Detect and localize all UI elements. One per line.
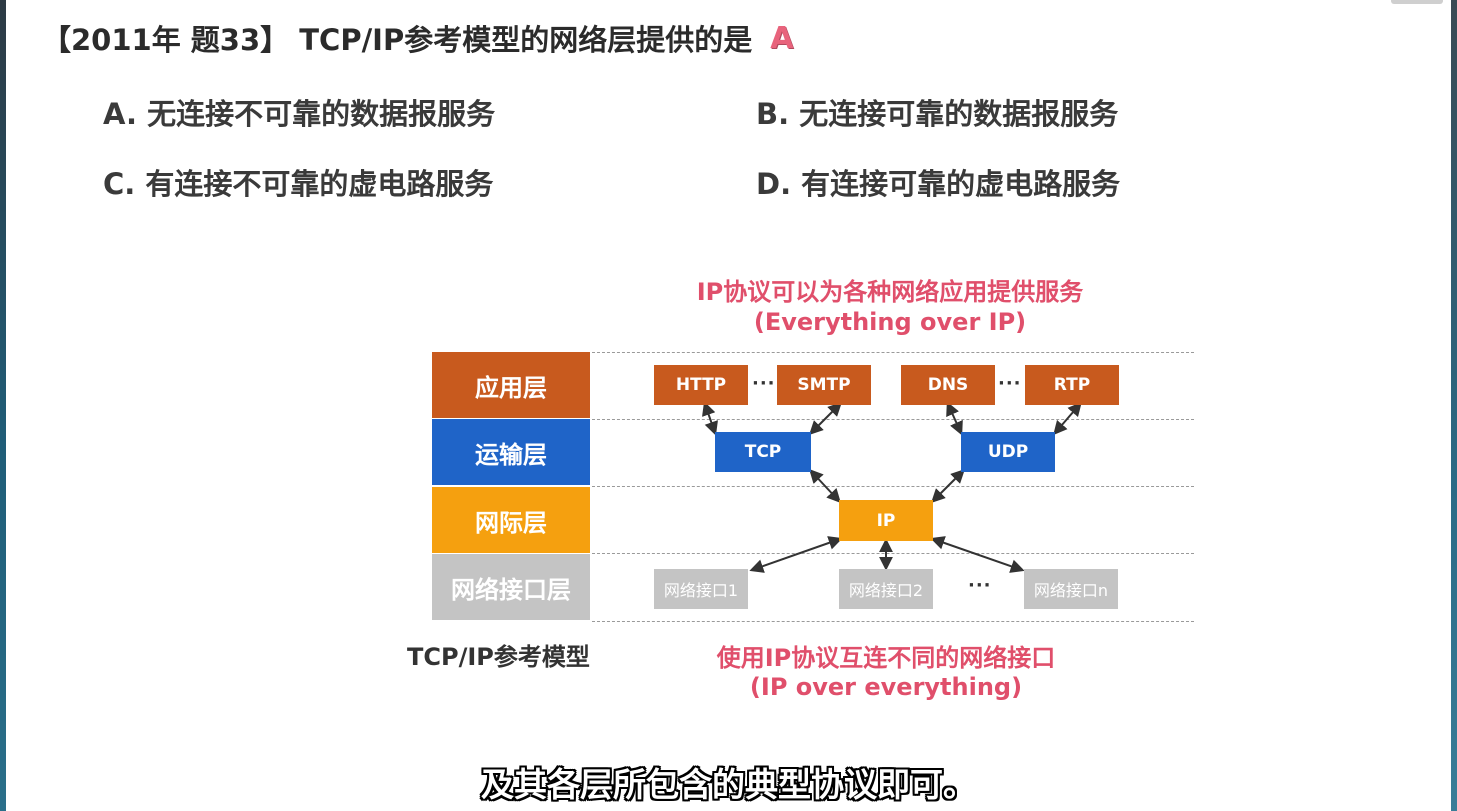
option-c: C. 有连接不可靠的虚电路服务: [103, 167, 494, 201]
arrow-udp-ip: [931, 469, 965, 503]
protocol-dns: DNS: [901, 365, 995, 405]
application-ellipsis-2: ···: [998, 373, 1022, 394]
layer-divider: [592, 352, 1194, 353]
bottom-caption-line1: 使用IP协议互连不同的网络接口: [716, 644, 1056, 672]
application-ellipsis-1: ···: [752, 373, 776, 394]
question-title: 【2011年 题33】 TCP/IP参考模型的网络层提供的是 A: [42, 18, 793, 58]
arrow-tcp-ip: [809, 468, 841, 504]
protocol-tcp: TCP: [715, 432, 811, 472]
right-window-edge: [1451, 0, 1457, 811]
layer-divider: [592, 419, 1194, 420]
arrow-ip-ifn: [930, 536, 1025, 573]
interface-n: 网络接口n: [1024, 569, 1118, 609]
bottom-caption-line2: (IP over everything): [749, 673, 1023, 701]
answer-letter: A: [770, 20, 794, 56]
top-caption-line2: (Everything over IP): [753, 308, 1027, 336]
layer-transport: 运输层: [432, 419, 590, 485]
protocol-rtp: RTP: [1025, 365, 1119, 405]
protocol-smtp: SMTP: [777, 365, 871, 405]
arrow-ip-if1: [749, 536, 843, 573]
layer-application: 应用层: [432, 352, 590, 418]
interface-2: 网络接口2: [839, 569, 933, 609]
interface-ellipsis: ···: [968, 575, 992, 596]
layer-divider: [592, 553, 1194, 554]
corner-watermark: [1391, 0, 1443, 4]
interface-1: 网络接口1: [654, 569, 748, 609]
model-label: TCP/IP参考模型: [407, 643, 590, 671]
question-text: 【2011年 题33】 TCP/IP参考模型的网络层提供的是: [42, 23, 753, 57]
arrow-dns-udp: [946, 401, 963, 436]
protocol-ip: IP: [839, 500, 933, 541]
protocol-http: HTTP: [654, 365, 748, 405]
layer-divider: [592, 486, 1194, 487]
layer-internet: 网际层: [432, 487, 590, 553]
layer-network-interface: 网络接口层: [432, 554, 590, 620]
arrow-http-tcp: [702, 401, 718, 436]
layer-divider: [592, 621, 1194, 622]
video-subtitle: 及其各层所包含的典型协议即可。: [481, 765, 976, 804]
left-window-edge: [0, 0, 6, 811]
option-d: D. 有连接可靠的虚电路服务: [756, 167, 1121, 201]
protocol-udp: UDP: [961, 432, 1055, 472]
option-a: A. 无连接不可靠的数据报服务: [103, 97, 496, 131]
option-b: B. 无连接可靠的数据报服务: [756, 97, 1119, 131]
arrow-smtp-tcp: [809, 402, 842, 435]
arrow-rtp-udp: [1053, 401, 1082, 436]
top-caption-line1: IP协议可以为各种网络应用提供服务: [696, 278, 1084, 306]
